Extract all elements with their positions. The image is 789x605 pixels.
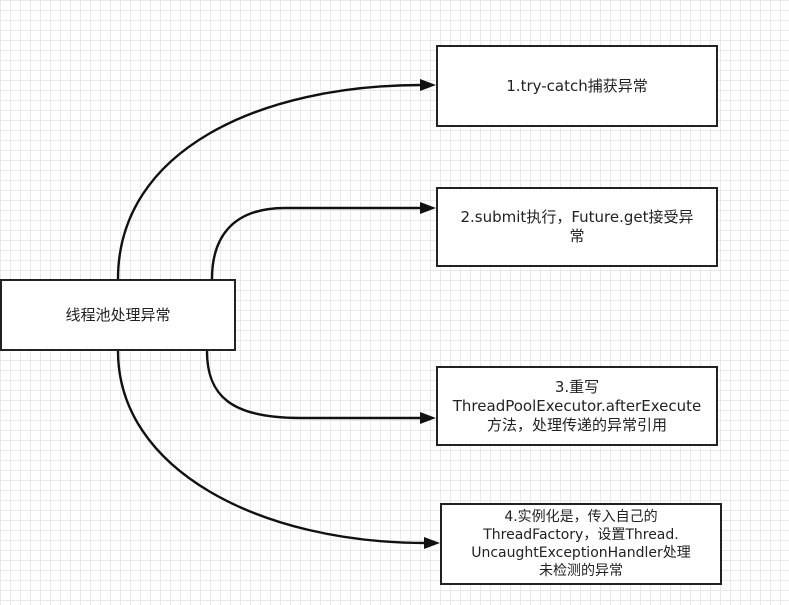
method-3-line-1: 3.重写 [554, 377, 600, 396]
method-4-line-3: UncaughtExceptionHandler处理 [471, 545, 691, 561]
method-1-node: 1.try-catch捕获异常 [436, 45, 718, 127]
method-4-node: 4.实例化是，传入自己的 ThreadFactory，设置Thread. Unc… [440, 503, 722, 585]
edge-root-method-2 [210, 206, 422, 280]
edge-root-method-1 [116, 83, 423, 280]
method-4-line-4: 未检测的异常 [538, 563, 623, 579]
method-2-line-1: 2.submit执行，Future.get接受异 [460, 208, 694, 226]
root-label: 线程池处理异常 [65, 305, 171, 324]
method-3-node: 3.重写 ThreadPoolExecutor.afterExecute 方法，… [436, 366, 718, 446]
method-3-line-3: 方法，处理传递的异常引用 [486, 415, 667, 434]
root-node: 线程池处理异常 [0, 279, 236, 351]
edge-root-method-4 [116, 350, 427, 545]
method-2-line-2: 常 [569, 227, 585, 245]
method-2-node: 2.submit执行，Future.get接受异 常 [436, 187, 718, 267]
arrowhead-method-3 [420, 412, 436, 424]
edge-root-method-3 [205, 350, 422, 420]
method-4-line-2: ThreadFactory，设置Thread. [483, 527, 679, 543]
method-3-line-2: ThreadPoolExecutor.afterExecute [452, 396, 702, 415]
arrowhead-method-2 [420, 202, 436, 214]
method-4-line-1: 4.实例化是，传入自己的 [504, 509, 658, 525]
method-1-line-1: 1.try-catch捕获异常 [506, 76, 648, 95]
arrowhead-method-1 [420, 79, 436, 91]
arrowhead-method-4 [424, 537, 440, 549]
